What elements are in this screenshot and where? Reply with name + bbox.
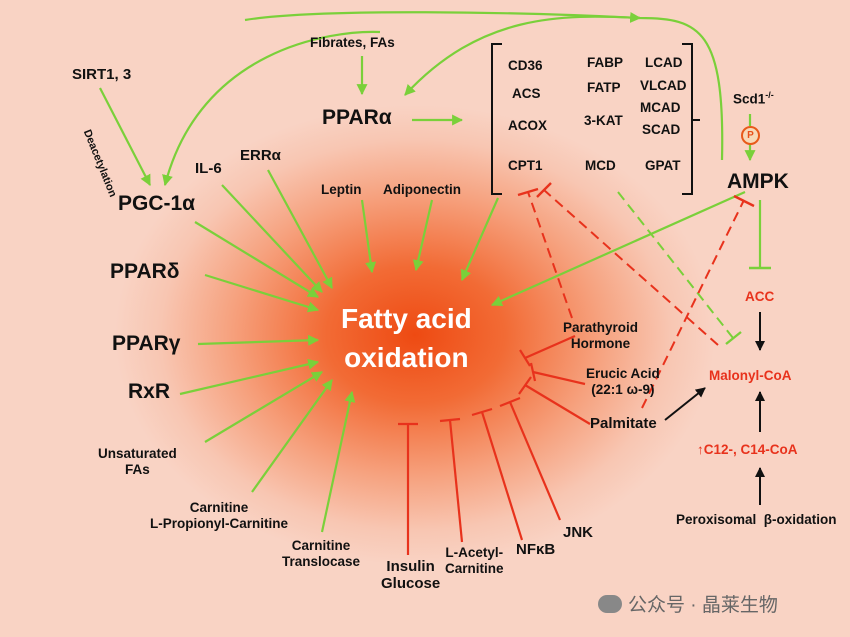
gene-gpat: GPAT: [645, 158, 681, 173]
gene-cd36: CD36: [508, 58, 543, 73]
sirt-label: SIRT1, 3: [72, 66, 132, 83]
gene-acox: ACOX: [508, 118, 548, 133]
c12-c14-coa-label: ↑C12-, C14-CoA: [697, 442, 798, 457]
arrow-unsat-fao: [204, 371, 323, 443]
gene-scad: SCAD: [642, 122, 681, 137]
leptin-label: Leptin: [321, 182, 362, 197]
arrow-carnitine-fao: [251, 379, 333, 493]
fao-title-line2: oxidation: [344, 341, 469, 373]
inhibit-mcd-malonyl: [617, 191, 742, 345]
gene-3kat: 3-KAT: [584, 113, 623, 128]
arrow-rxr-fao: [179, 358, 320, 396]
arrow-ampk-fao: [490, 190, 746, 307]
inhibit-malonyl-cpt1: [543, 189, 719, 346]
watermark-text: 公众号 · 晶莱生物: [628, 595, 778, 616]
gene-acs: ACS: [512, 86, 541, 101]
wechat-icon: [598, 595, 622, 613]
arrow-pgc-fao: [194, 221, 319, 298]
ppara-label: PPARα: [322, 106, 392, 129]
acc-label: ACC: [745, 289, 775, 304]
inhibit-pth-cpt1: [527, 191, 573, 319]
watermark: 公众号 · 晶莱生物: [598, 590, 778, 617]
arrow-pparg-fao: [197, 334, 320, 346]
erucic-acid-label: Erucic Acid(22:1 ω-9): [586, 366, 660, 397]
arrow-palmitate-malonyl: [664, 387, 706, 421]
rxr-label: RxR: [128, 380, 171, 403]
arrow-erra-fao: [267, 169, 333, 289]
gene-bracket: [491, 43, 700, 195]
arrow-il6-fao: [221, 184, 323, 293]
adiponectin-label: Adiponectin: [383, 182, 461, 197]
arrow-ampk-top-arc: [244, 11, 642, 23]
gene-mcd: MCD: [585, 158, 616, 173]
inhibit-palmitate-ampk: [641, 199, 745, 409]
fibrates-label: Fibrates, FAs: [310, 35, 395, 50]
gene-mcad: MCAD: [640, 100, 681, 115]
palmitate-label: Palmitate: [590, 415, 657, 432]
gene-vlcad: VLCAD: [640, 78, 687, 93]
nfkb-label: NFκB: [516, 541, 556, 558]
ppard-label: PPARδ: [110, 260, 180, 283]
fao-title-line1: Fatty acid: [341, 303, 472, 334]
l-acetyl-carnitine-label: L-Acetyl-Carnitine: [445, 545, 504, 576]
gene-fabp: FABP: [587, 55, 624, 70]
arrow-ppara-pgc-arc: [162, 30, 381, 187]
fao-title: Fatty acid oxidation: [341, 300, 472, 377]
inhibit-ampk-acc: [749, 200, 771, 270]
phosphorylation-icon: P: [741, 126, 760, 145]
pparg-label: PPARγ: [112, 332, 181, 355]
arrow-translocase-fao: [320, 390, 356, 533]
arrow-genes-fao: [460, 197, 500, 282]
pgc1a-label: PGC-1α: [118, 192, 196, 215]
arrow-sirt-pgc: [99, 87, 151, 186]
gene-lcad: LCAD: [645, 55, 683, 70]
arrow-leptin-fao: [360, 199, 377, 274]
gene-fatp: FATP: [587, 80, 621, 95]
gene-cpt1: CPT1: [508, 158, 543, 173]
scd1-label: Scd1-/-: [733, 90, 774, 107]
malonyl-coa-label: Malonyl-CoA: [709, 368, 792, 383]
peroxisomal-label: Peroxisomal β-oxidation: [676, 512, 837, 527]
arrow-ppard-fao: [204, 273, 320, 313]
il6-label: IL-6: [195, 160, 222, 177]
erra-label: ERRα: [240, 147, 281, 164]
arrow-adipo-fao: [412, 199, 434, 272]
jnk-label: JNK: [563, 524, 594, 541]
ampk-label: AMPK: [727, 170, 789, 193]
